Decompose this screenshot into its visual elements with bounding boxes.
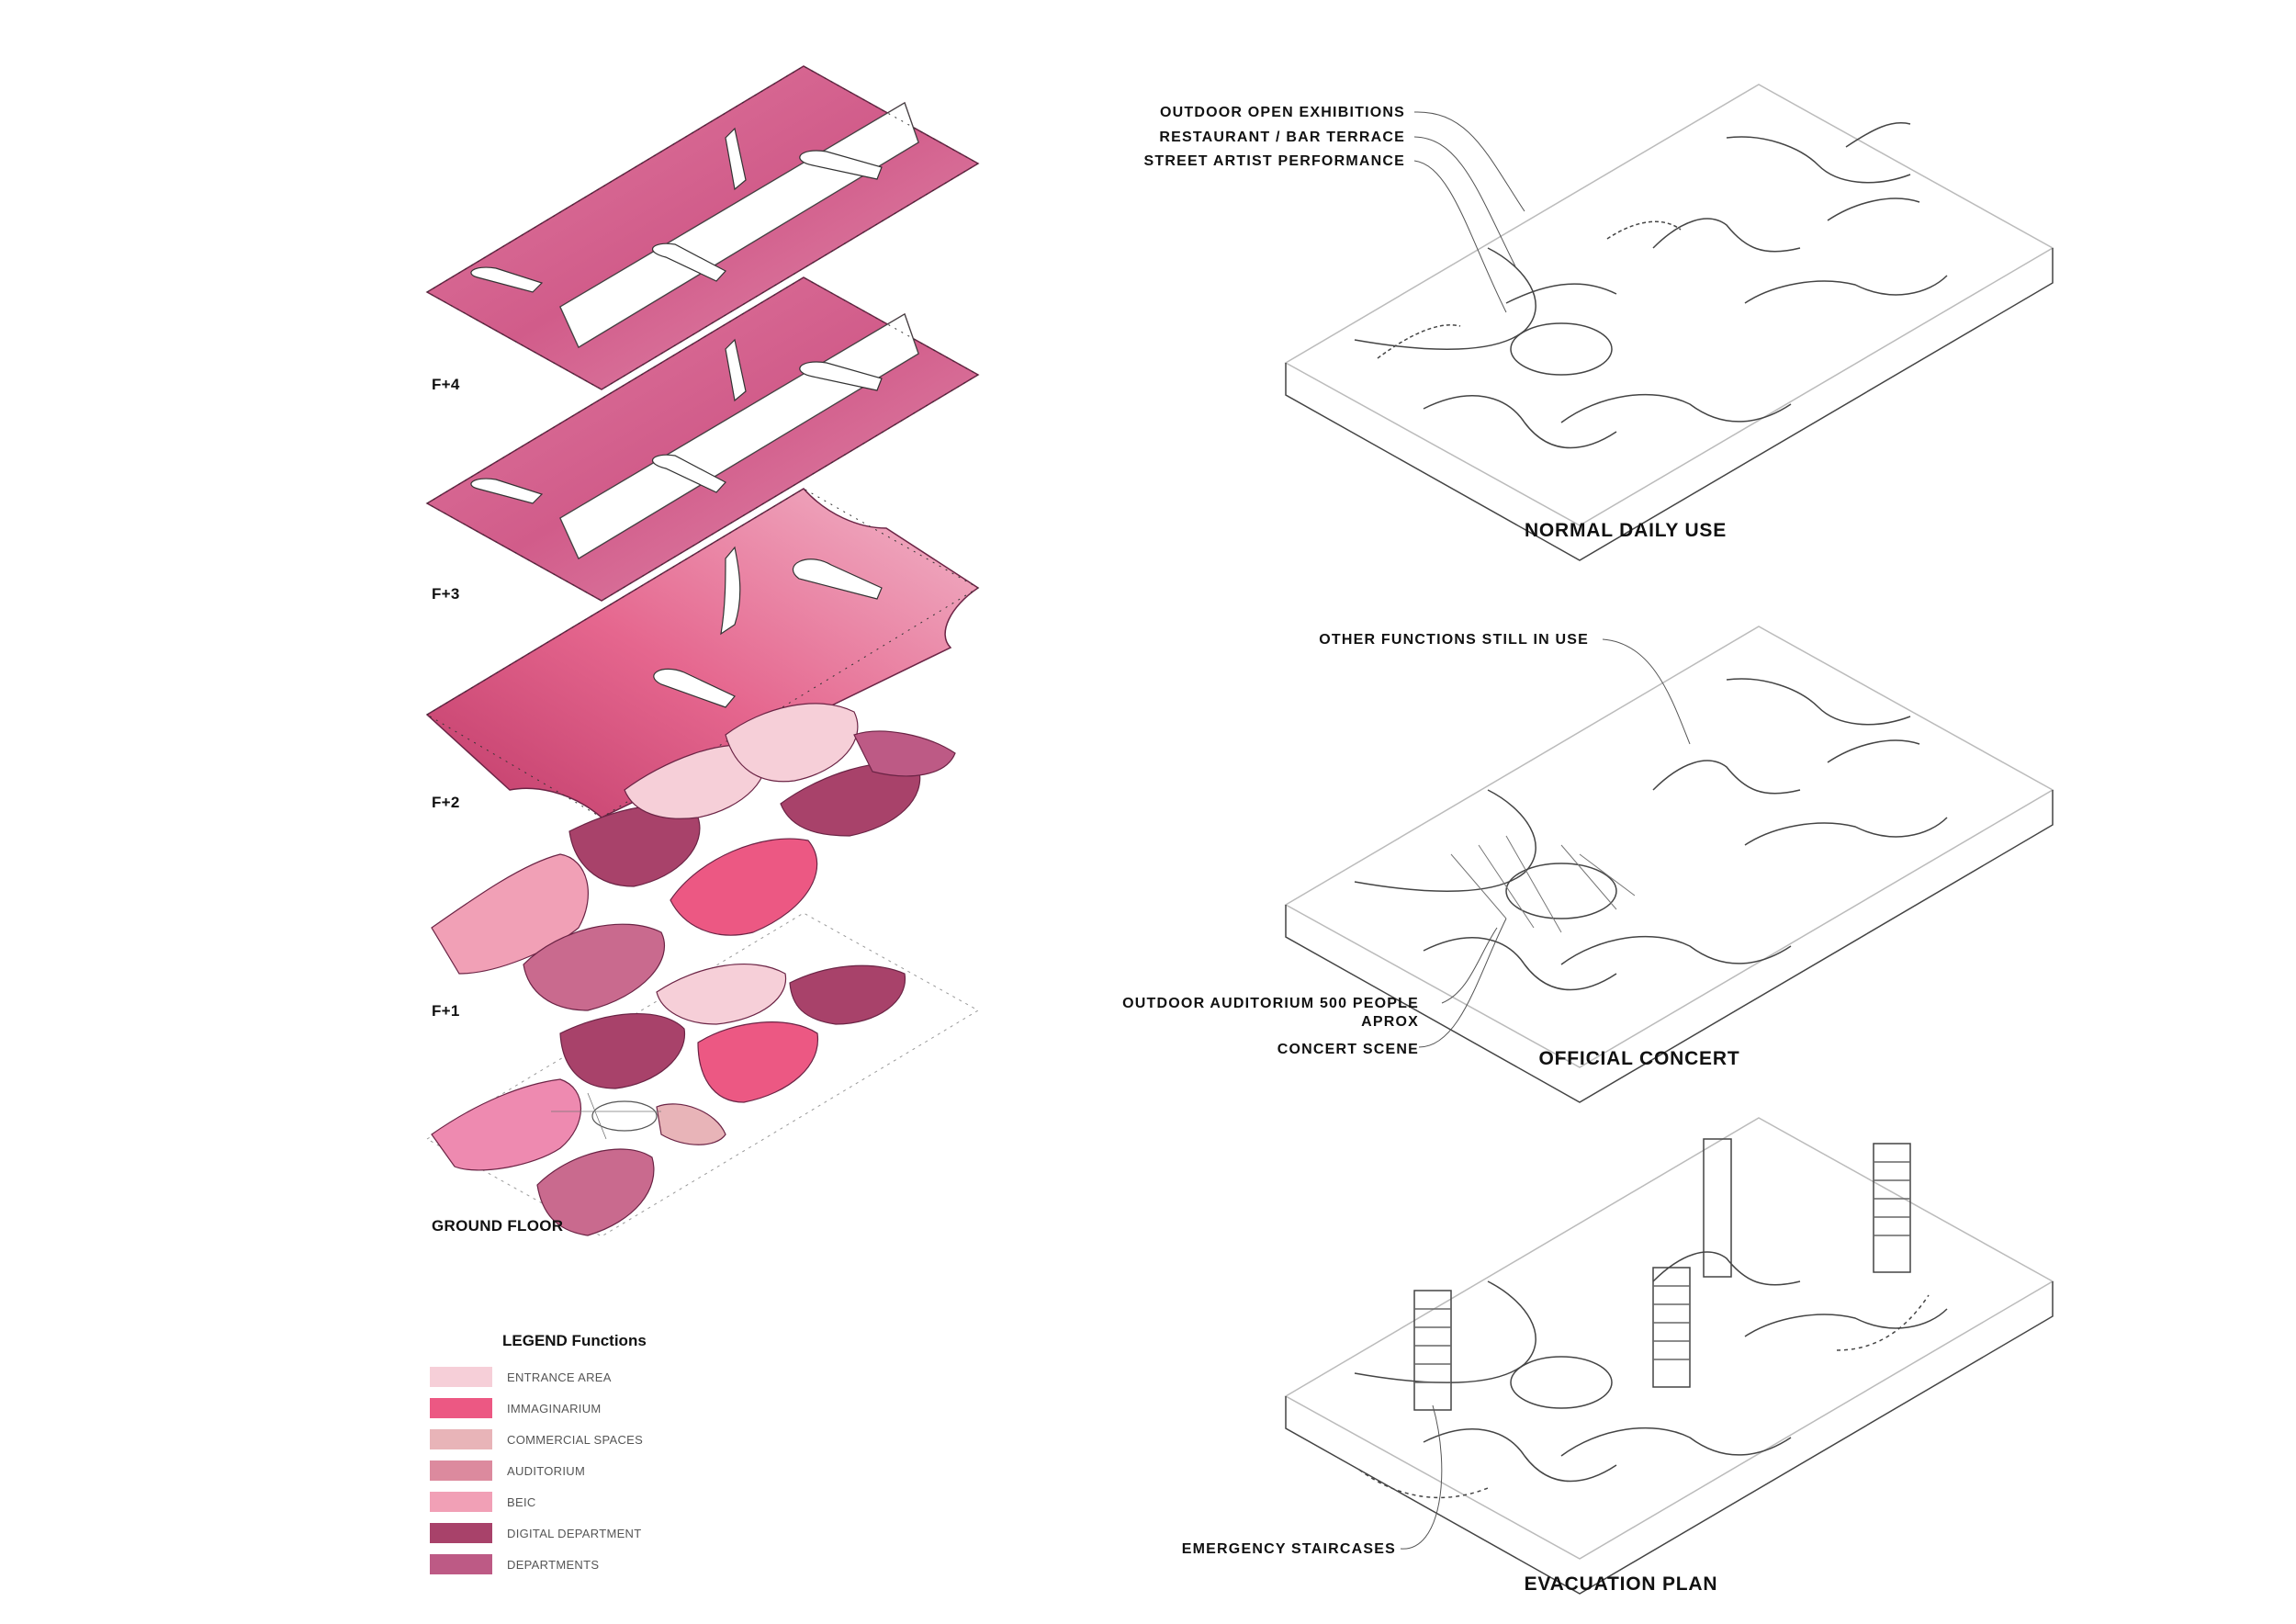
floor-label-f2: F+2 — [432, 794, 460, 811]
legend-item: COMMERCIAL SPACES — [430, 1428, 643, 1450]
annotation-outdoor-auditorium: OUTDOOR AUDITORIUM 500 PEOPLE — [1122, 996, 1419, 1011]
scenario-concert-drawing — [1284, 626, 2054, 1103]
legend-item: DEPARTMENTS — [430, 1553, 599, 1575]
scenario-evac-drawing — [1284, 1117, 2054, 1595]
legend-swatch — [430, 1367, 492, 1387]
annotation-other-functions: OTHER FUNCTIONS STILL IN USE — [1319, 632, 1589, 648]
legend-label: COMMERCIAL SPACES — [507, 1432, 644, 1447]
floor-gf-plate — [426, 912, 979, 1237]
floor-f1-plate — [431, 703, 956, 1011]
floor-label-f1: F+1 — [432, 1002, 460, 1020]
scenario-evac-leaders — [1400, 1404, 1443, 1550]
legend-swatch — [430, 1460, 492, 1481]
legend-label: DEPARTMENTS — [507, 1557, 600, 1572]
legend-item: BEIC — [430, 1491, 536, 1513]
legend-swatch — [430, 1429, 492, 1449]
scenario-normal-leaders — [1413, 111, 1525, 313]
annotation-outdoor-exhibitions: OUTDOOR OPEN EXHIBITIONS — [1159, 105, 1405, 120]
legend-label: IMMAGINARIUM — [507, 1401, 602, 1415]
legend-label: BEIC — [507, 1494, 536, 1509]
legend-label: DIGITAL DEPARTMENT — [507, 1526, 642, 1540]
annotation-emergency-staircases: EMERGENCY STAIRCASES — [1181, 1541, 1396, 1557]
floor-f3-plate — [425, 276, 980, 602]
legend-item: IMMAGINARIUM — [430, 1397, 602, 1419]
annotation-restaurant-terrace: RESTAURANT / BAR TERRACE — [1159, 130, 1405, 145]
annotation-aprox: APROX — [1361, 1014, 1419, 1030]
floor-f4-plate — [425, 65, 980, 390]
floor-label-ground: GROUND FLOOR — [432, 1217, 564, 1235]
legend-swatch — [430, 1523, 492, 1543]
legend-label: ENTRANCE AREA — [507, 1370, 612, 1384]
floor-label-f3: F+3 — [432, 585, 460, 603]
floor-label-f4: F+4 — [432, 376, 460, 393]
scenario-title-evacuation: EVACUATION PLAN — [1524, 1573, 1718, 1595]
legend-item: AUDITORIUM — [430, 1460, 585, 1482]
legend-swatch — [430, 1492, 492, 1512]
annotation-street-artist: STREET ARTIST PERFORMANCE — [1143, 153, 1405, 169]
scenario-concert-leaders — [1418, 638, 1691, 1048]
scenario-title-normal: NORMAL DAILY USE — [1524, 520, 1728, 541]
annotation-concert-scene: CONCERT SCENE — [1277, 1042, 1419, 1057]
legend-swatch — [430, 1554, 492, 1574]
scenario-normal-drawing — [1284, 84, 2054, 561]
legend-item: ENTRANCE AREA — [430, 1366, 612, 1388]
scenario-title-concert: OFFICIAL CONCERT — [1538, 1048, 1740, 1069]
legend-swatch — [430, 1398, 492, 1418]
legend-label: AUDITORIUM — [507, 1463, 586, 1478]
legend-item: DIGITAL DEPARTMENT — [430, 1522, 642, 1544]
legend-title: LEGEND Functions — [502, 1332, 647, 1349]
floor-f2-plate — [425, 488, 980, 818]
